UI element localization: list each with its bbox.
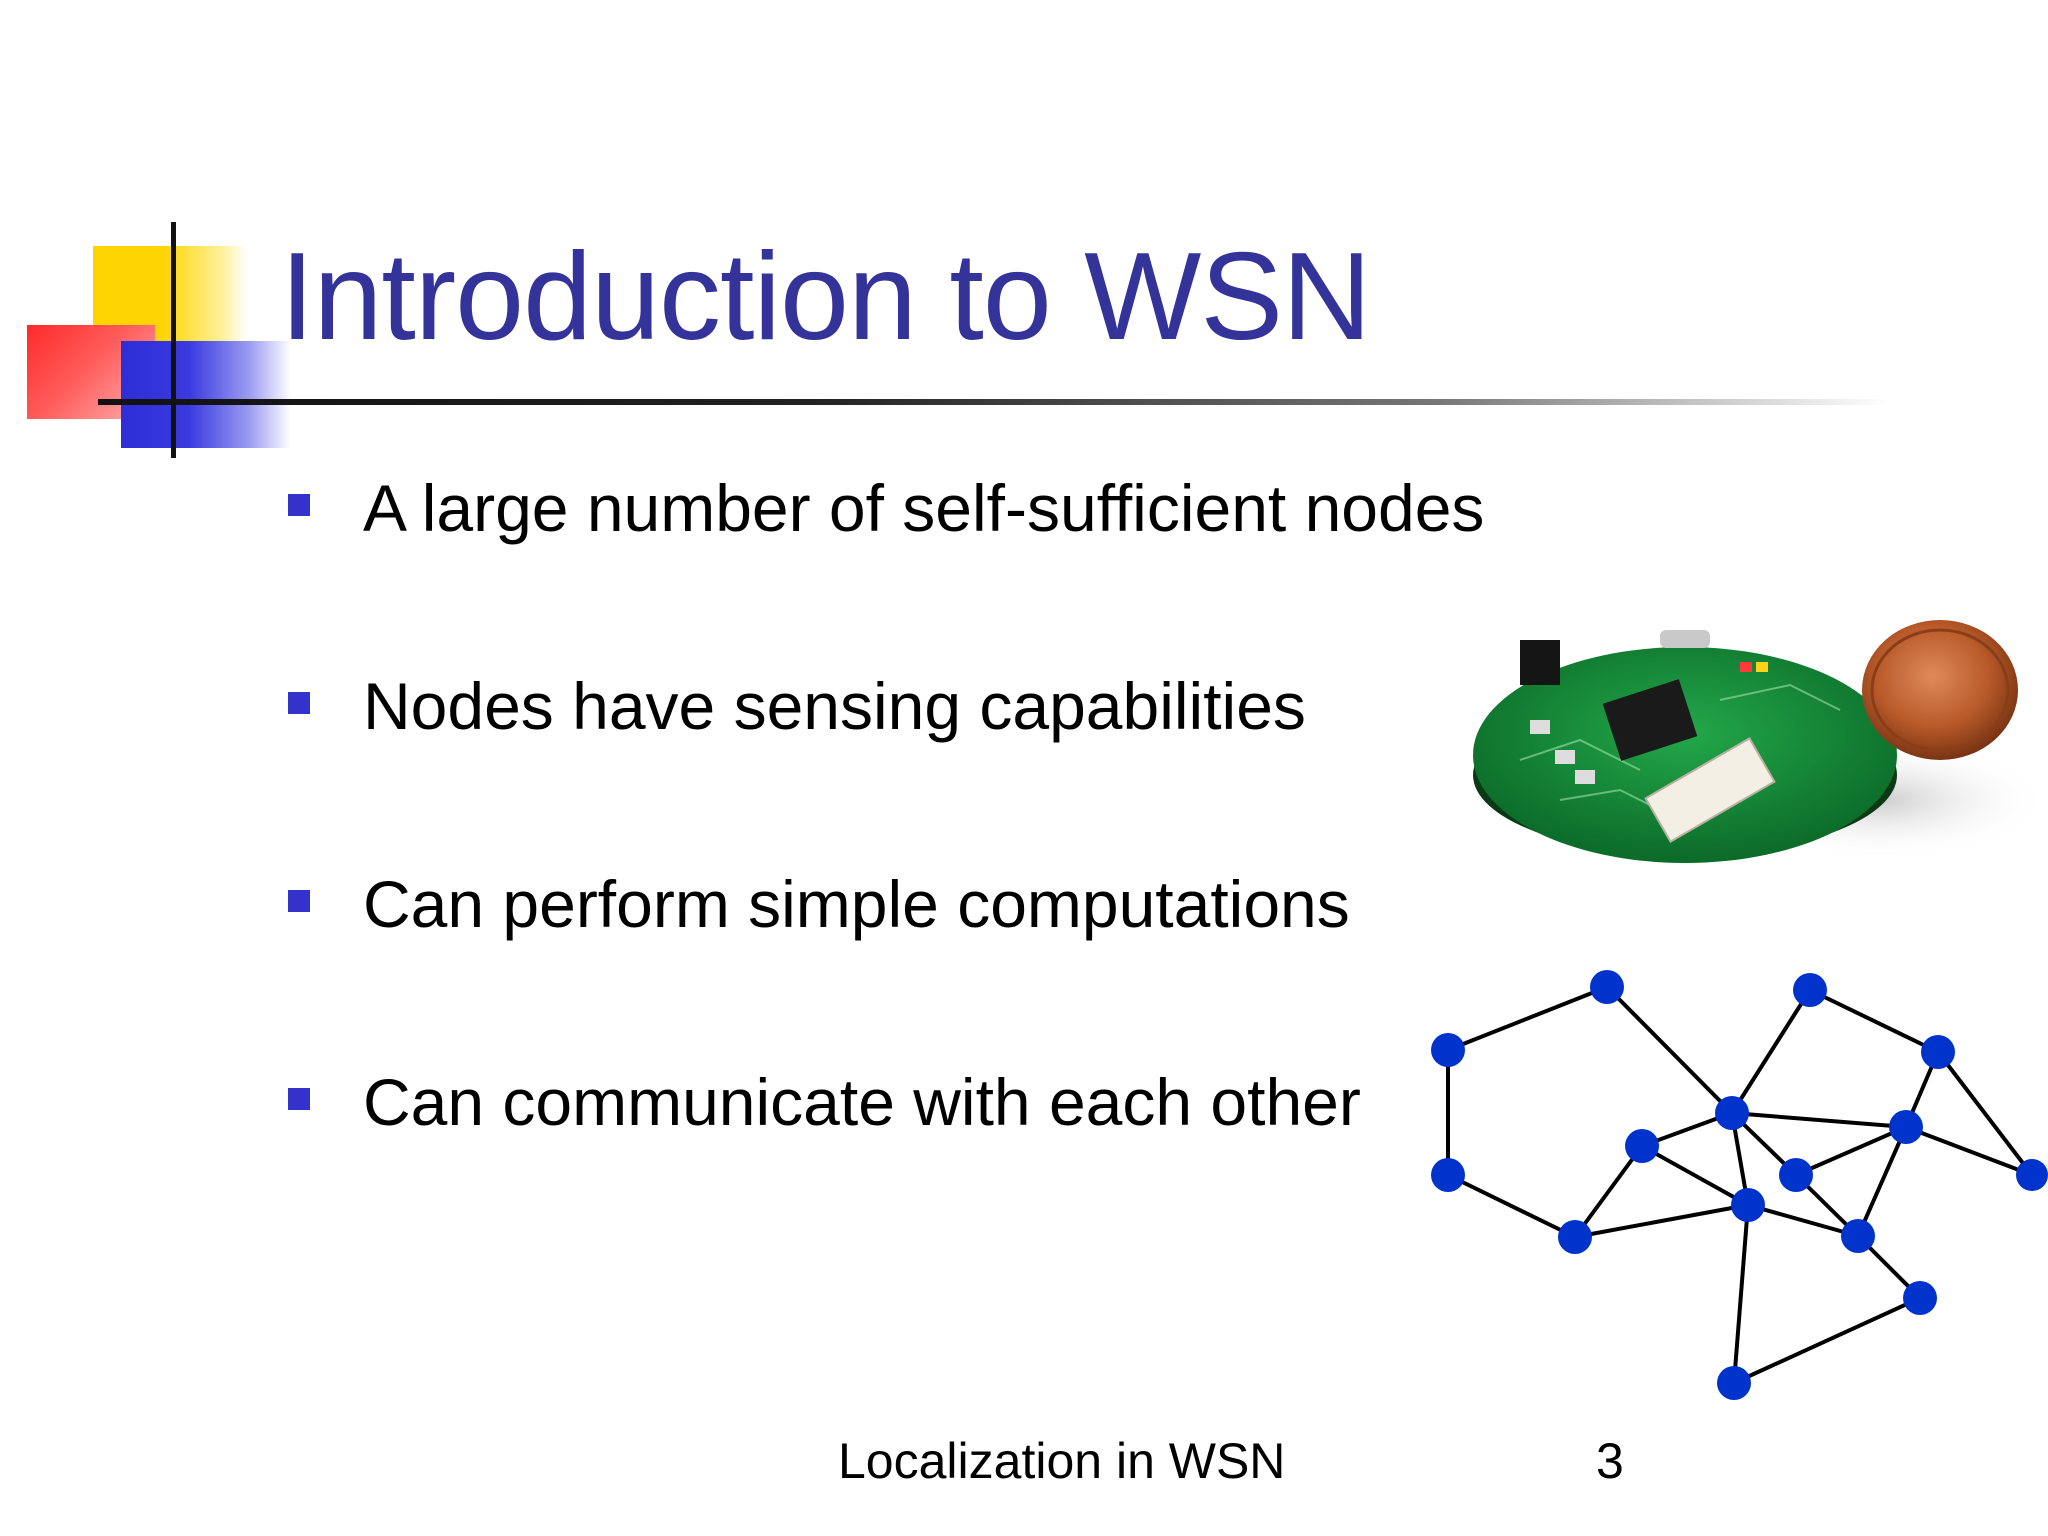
title-underline	[98, 399, 1888, 405]
deco-vertical-line	[171, 222, 176, 458]
network-node	[1779, 1158, 1813, 1192]
square-bullet-icon	[288, 1088, 310, 1110]
slide-title: Introduction to WSN	[280, 228, 1372, 366]
bullet-text: Nodes have sensing capabilities	[363, 669, 1306, 743]
square-bullet-icon	[288, 494, 310, 516]
bullet-text: Can communicate with each other	[363, 1065, 1361, 1139]
sensor-node-photo	[1473, 620, 2048, 863]
network-node	[1625, 1129, 1659, 1163]
bullet-text: Can perform simple computations	[363, 867, 1350, 941]
network-node	[2016, 1159, 2048, 1191]
network-node	[1889, 1110, 1923, 1144]
network-node	[1558, 1220, 1592, 1254]
network-node	[1921, 1035, 1955, 1069]
slide-footer: Localization in WSN	[838, 1433, 1286, 1489]
network-node	[1903, 1281, 1937, 1315]
square-bullet-icon	[288, 890, 310, 912]
bullet-text: A large number of self-sufficient nodes	[363, 471, 1485, 545]
network-graph-diagram	[1431, 970, 2048, 1400]
network-node	[1590, 970, 1624, 1004]
deco-blue-square	[121, 341, 291, 448]
square-bullet-icon	[288, 692, 310, 714]
network-node	[1717, 1366, 1751, 1400]
network-node	[1431, 1033, 1465, 1067]
network-node	[1715, 1096, 1749, 1130]
network-node	[1793, 973, 1827, 1007]
network-nodes	[1431, 970, 2048, 1400]
page-number: 3	[1596, 1433, 1624, 1489]
network-node	[1731, 1188, 1765, 1222]
network-node	[1431, 1158, 1465, 1192]
network-node	[1841, 1219, 1875, 1253]
